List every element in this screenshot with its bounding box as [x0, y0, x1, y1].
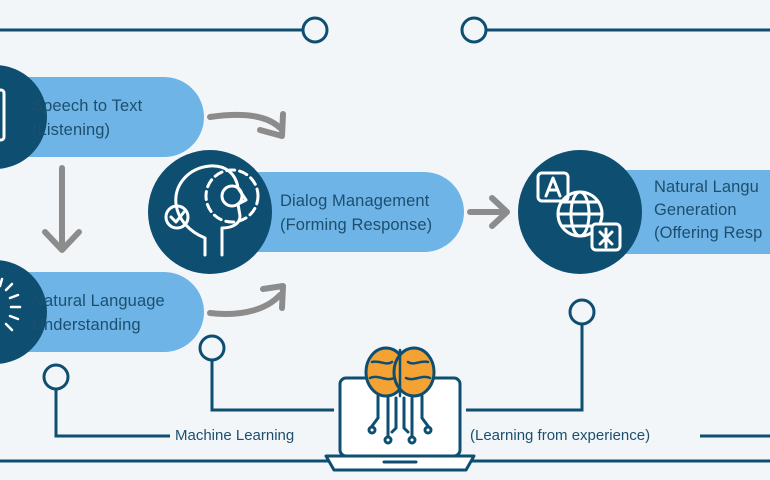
nlu-circle — [0, 260, 47, 364]
flow-arrows — [42, 111, 510, 317]
brain-icon — [364, 346, 436, 398]
nlu-to-label-line — [54, 389, 170, 438]
dialog-management-pill — [205, 172, 464, 252]
top-right-node — [460, 16, 488, 44]
speech-icon — [0, 88, 6, 142]
machine-learning-label: Machine Learning — [172, 426, 298, 446]
dialog-node — [198, 334, 226, 362]
dialog-to-laptop-line — [210, 360, 334, 412]
speech-to-text-pill — [0, 77, 204, 157]
nlu-label: Natural Language Understanding — [32, 292, 165, 334]
arrow-down-icon — [42, 165, 82, 253]
nlg-to-laptop-line — [466, 324, 584, 412]
nlu-node — [42, 363, 70, 391]
arrow-curve-top-icon — [207, 111, 286, 139]
top-left-node — [301, 16, 329, 44]
nlg-circle — [518, 150, 642, 274]
nlg-label: Natural Langu Generation (Offering Resp — [654, 178, 763, 242]
top-connectors — [0, 16, 770, 44]
nlu-pill — [0, 272, 204, 352]
arrow-right-icon — [467, 195, 510, 229]
nlu-icon — [0, 277, 22, 332]
head-gears-icon — [164, 164, 260, 257]
bottom-connectors — [0, 298, 770, 463]
speech-circle — [0, 65, 47, 169]
learning-from-experience-label: (Learning from experience) — [467, 426, 654, 446]
speech-to-text-label: Speech to Text (Listening) — [32, 97, 143, 139]
translation-globe-icon — [536, 171, 622, 252]
nlg-node — [568, 298, 596, 326]
arrow-curve-bottom-icon — [207, 283, 286, 317]
laptop-brain-icon — [324, 346, 476, 472]
dialog-management-label: Dialog Management (Forming Response) — [280, 192, 433, 234]
